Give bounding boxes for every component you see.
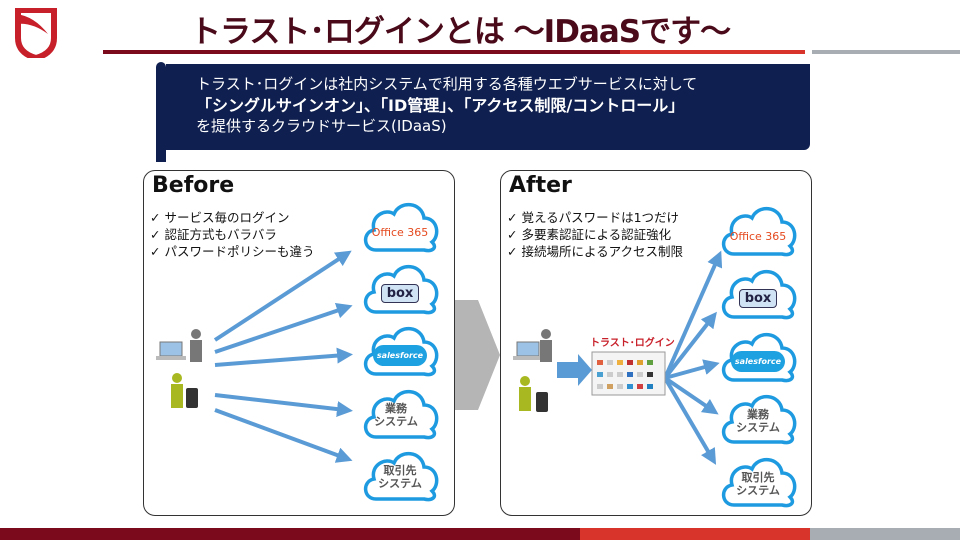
after-checklist: 覚えるパスワードは1つだけ 多要素認証による認証強化 接続場所によるアクセス制限 bbox=[507, 209, 683, 260]
office365-cloud: Office 365 bbox=[360, 226, 440, 239]
transition-arrow bbox=[455, 300, 500, 410]
salesforce-logo: salesforce bbox=[372, 345, 428, 366]
partner-system-cloud: 取引先 システム bbox=[378, 464, 422, 490]
office365-logo: Office 365 bbox=[371, 226, 429, 239]
box-logo: box bbox=[738, 289, 778, 308]
arrow bbox=[213, 250, 352, 342]
before-panel: Before サービス毎のログイン 認証方式もバラバラ パスワードポリシーも違う bbox=[143, 170, 455, 516]
summary-banner: トラスト･ログインは社内システムで利用する各種ウエブサービスに対して 「シングル… bbox=[166, 64, 810, 150]
business-system-cloud: 業務 システム bbox=[736, 408, 780, 434]
arrow bbox=[663, 311, 717, 380]
salesforce-cloud: salesforce bbox=[360, 345, 440, 366]
arrow bbox=[214, 347, 353, 367]
arrow bbox=[663, 250, 723, 379]
partner-system-cloud: 取引先 システム bbox=[736, 471, 780, 497]
banner-line-3: を提供するクラウドサービス(IDaaS) bbox=[196, 117, 447, 135]
arrow bbox=[663, 376, 717, 465]
arrow bbox=[664, 359, 720, 380]
office365-logo: Office 365 bbox=[729, 230, 787, 243]
after-title: After bbox=[509, 173, 572, 198]
before-title: Before bbox=[152, 173, 235, 198]
before-checklist: サービス毎のログイン 認証方式もバラバラ パスワードポリシーも違う bbox=[150, 209, 314, 260]
title-divider-red bbox=[620, 50, 805, 54]
box-cloud: box bbox=[360, 284, 440, 303]
after-arrows bbox=[663, 250, 723, 465]
business-system-cloud: 業務 システム bbox=[374, 402, 418, 428]
arrow bbox=[214, 302, 353, 354]
check-item: サービス毎のログイン bbox=[150, 209, 314, 226]
check-item: 覚えるパスワードは1つだけ bbox=[507, 209, 683, 226]
check-item: 認証方式もバラバラ bbox=[150, 226, 314, 243]
title-divider-gray bbox=[812, 50, 960, 54]
before-arrows bbox=[213, 250, 353, 463]
user-to-portal-arrow bbox=[557, 354, 592, 386]
banner-scroll-edge bbox=[156, 62, 166, 162]
banner-line-1: トラスト･ログインは社内システムで利用する各種ウエブサービスに対して bbox=[196, 75, 698, 93]
office365-cloud: Office 365 bbox=[718, 230, 798, 243]
users-icon bbox=[156, 329, 552, 412]
portal-screenshot bbox=[591, 351, 666, 396]
arrow bbox=[214, 408, 353, 463]
portal-label: トラスト･ログイン bbox=[590, 338, 675, 349]
arrow bbox=[214, 393, 353, 418]
banner-line-2: 「シングルサインオン」、「ID管理」、「アクセス制限/コントロール」 bbox=[196, 96, 685, 115]
check-item: 多要素認証による認証強化 bbox=[507, 226, 683, 243]
page-title: トラスト･ログインとは ～IDaaSです～ bbox=[190, 14, 731, 50]
box-logo: box bbox=[380, 284, 420, 303]
title-divider bbox=[103, 50, 620, 54]
salesforce-cloud: salesforce bbox=[718, 351, 798, 372]
check-item: 接続場所によるアクセス制限 bbox=[507, 243, 683, 260]
salesforce-logo: salesforce bbox=[730, 351, 786, 372]
box-cloud: box bbox=[718, 289, 798, 308]
after-panel: After 覚えるパスワードは1つだけ 多要素認証による認証強化 接続場所による… bbox=[500, 170, 812, 516]
check-item: パスワードポリシーも違う bbox=[150, 243, 314, 260]
arrow bbox=[663, 376, 719, 415]
brand-logo-icon bbox=[15, 8, 57, 58]
